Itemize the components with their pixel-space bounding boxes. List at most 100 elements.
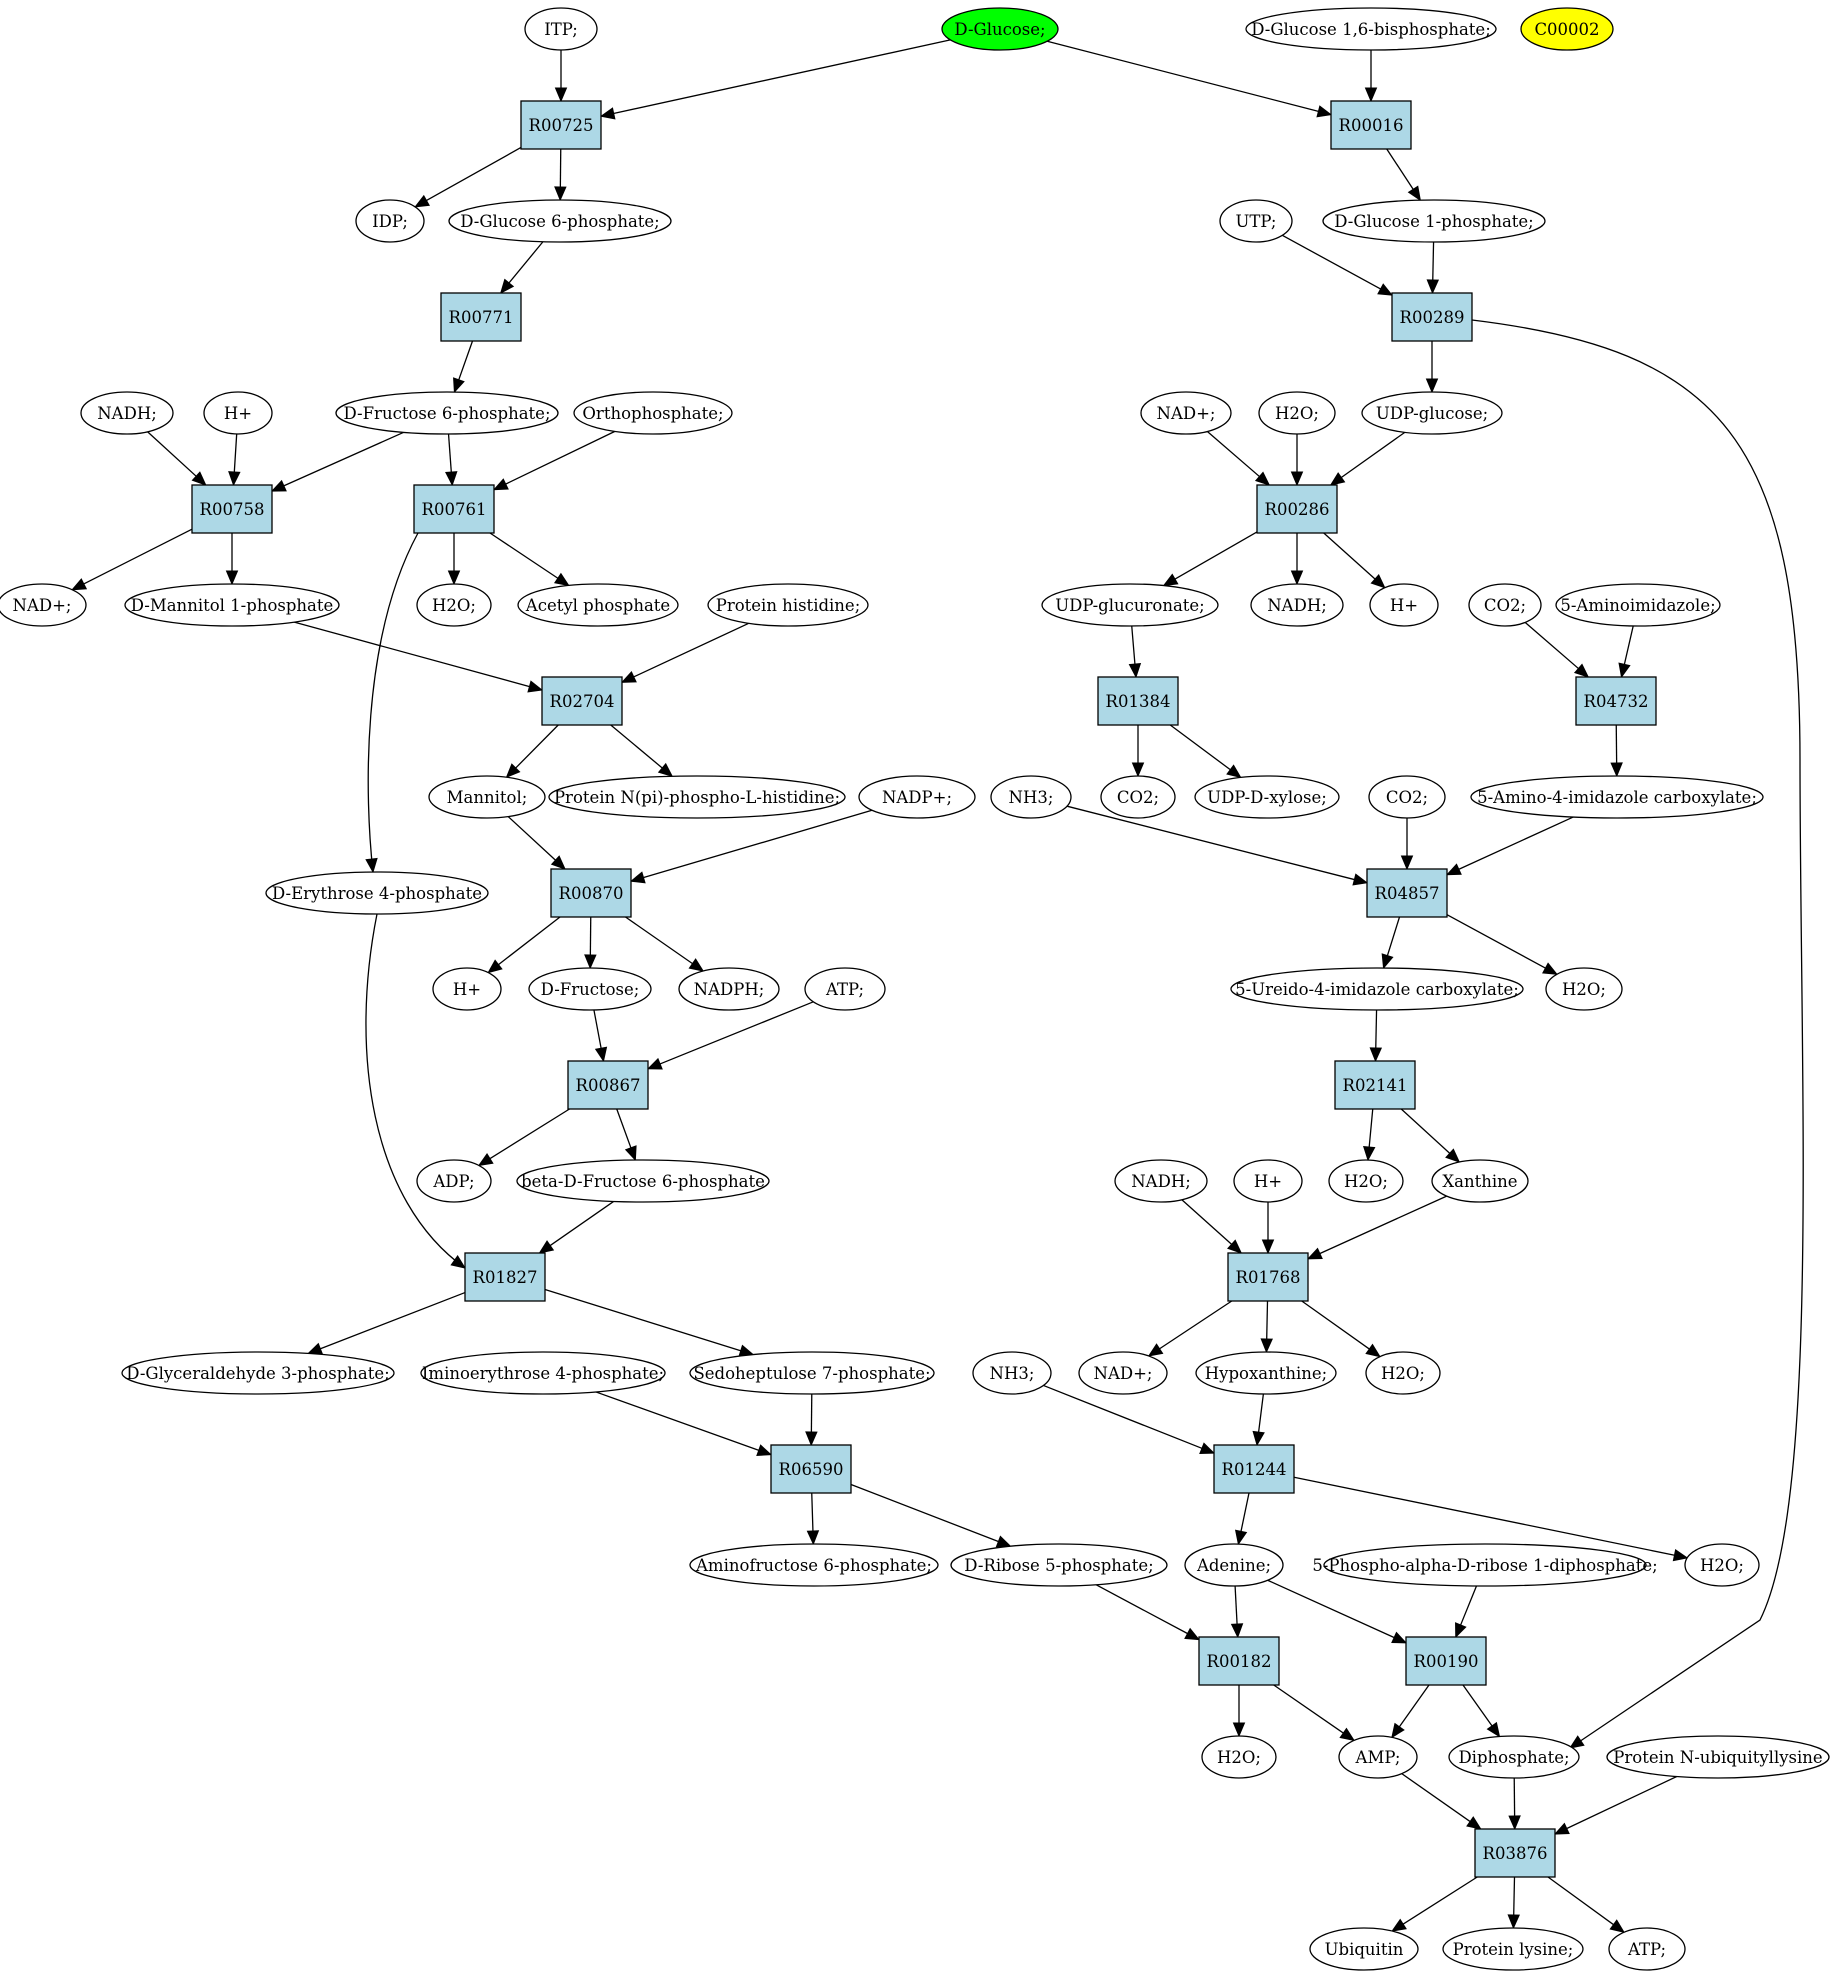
metabolite-co2_1[interactable]: CO2; [1468,583,1542,627]
metabolite-protnphis[interactable]: Protein N(pi)-phospho-L-histidine; [548,775,846,819]
metabolite-hplus_1[interactable]: H+ [203,391,273,435]
metabolite-h2o_7[interactable]: H2O; [1201,1735,1277,1779]
metabolite-g3p[interactable]: D-Glyceraldehyde 3-phosphate; [121,1351,395,1395]
reaction-R01384[interactable]: R01384 [1097,676,1179,726]
metabolite-nadplus_3[interactable]: NAD+; [1078,1351,1168,1395]
metabolite-nadpplus[interactable]: NADP+; [858,775,976,819]
metabolite-prpp[interactable]: 5-Phospho-alpha-D-ribose 1-diphosphate; [1312,1543,1658,1587]
metabolite-glc16bp[interactable]: D-Glucose 1,6-bisphosphate; [1245,7,1497,51]
metabolite-nadh_2[interactable]: NADH; [1250,583,1344,627]
metabolite-nh3_1[interactable]: NH3; [990,775,1072,819]
metabolite-glucose[interactable]: D-Glucose; [941,7,1059,51]
reaction-R02704[interactable]: R02704 [541,676,623,726]
edge-adenine-to-R00182 [1230,1585,1244,1639]
metabolite-itp[interactable]: ITP; [524,7,598,51]
metabolite-ureido[interactable]: 5-Ureido-4-imidazole carboxylate; [1230,967,1524,1011]
reaction-R00289[interactable]: R00289 [1391,292,1473,342]
reaction-R06590[interactable]: R06590 [770,1444,852,1494]
metabolite-h2o_6[interactable]: H2O; [1684,1543,1760,1587]
reaction-R01827[interactable]: R01827 [464,1252,546,1302]
reaction-R01768[interactable]: R01768 [1227,1252,1309,1302]
metabolite-nadh_1[interactable]: NADH; [80,391,174,435]
reaction-R03876[interactable]: R03876 [1474,1828,1556,1878]
metabolite-r5p[interactable]: D-Ribose 5-phosphate; [950,1543,1168,1587]
metabolite-atp_2[interactable]: ATP; [1608,1927,1686,1971]
metabolite-c00002[interactable]: C00002 [1520,7,1614,51]
metabolite-shape [1328,1159,1404,1203]
metabolite-aminof6p[interactable]: Aminofructose 6-phosphate; [689,1543,939,1587]
reaction-R00771[interactable]: R00771 [440,292,522,342]
metabolite-s7p[interactable]: Sedoheptulose 7-phosphate; [689,1351,935,1395]
metabolite-aminoimidazole[interactable]: 5-Aminoimidazole; [1555,583,1721,627]
metabolite-hplus_4[interactable]: H+ [1233,1159,1303,1203]
metabolite-nadh_3[interactable]: NADH; [1114,1159,1208,1203]
metabolite-hypoxanthine[interactable]: Hypoxanthine; [1195,1351,1337,1395]
metabolite-f6p[interactable]: D-Fructose 6-phosphate; [335,391,559,435]
metabolite-nadph[interactable]: NADPH; [678,967,780,1011]
reaction-R04732[interactable]: R04732 [1575,676,1657,726]
edge-R00289-to-diphosphate [1471,319,1804,1749]
metabolite-fructose[interactable]: D-Fructose; [528,967,652,1011]
metabolite-shape [416,1159,492,1203]
metabolite-udpglcA[interactable]: UDP-glucuronate; [1041,583,1219,627]
metabolite-udpxyl[interactable]: UDP-D-xylose; [1194,775,1340,819]
reaction-R00725[interactable]: R00725 [520,100,602,150]
metabolite-utp[interactable]: UTP; [1219,199,1293,243]
reaction-R02141[interactable]: R02141 [1334,1060,1416,1110]
metabolite-mannitol[interactable]: Mannitol; [428,775,546,819]
metabolite-g1p[interactable]: D-Glucose 1-phosphate; [1322,199,1546,243]
metabolite-nadplus_1[interactable]: NAD+; [1140,391,1232,435]
reaction-R01244[interactable]: R01244 [1213,1444,1295,1494]
metabolite-hplus_3[interactable]: H+ [432,967,502,1011]
metabolite-xanthine[interactable]: Xanthine [1431,1159,1529,1203]
metabolite-acetylp[interactable]: Acetyl phosphate [517,583,679,627]
edge-co2_1-to-R04732 [1524,621,1590,678]
metabolite-nh3_2[interactable]: NH3; [972,1351,1052,1395]
metabolite-shape [1468,583,1542,627]
metabolite-e4p[interactable]: D-Erythrose 4-phosphate [265,871,489,915]
metabolite-h2o_1[interactable]: H2O; [1258,391,1336,435]
reaction-R00016[interactable]: R00016 [1330,100,1412,150]
reaction-R00758[interactable]: R00758 [191,484,273,534]
metabolite-g6p[interactable]: D-Glucose 6-phosphate; [448,199,672,243]
metabolite-h2o_5[interactable]: H2O; [1365,1351,1441,1395]
metabolite-protlys[interactable]: Protein lysine; [1442,1927,1584,1971]
metabolite-ubiquitin[interactable]: Ubiquitin [1309,1927,1419,1971]
metabolite-label: Ubiquitin [1325,1940,1404,1959]
metabolite-hplus_2[interactable]: H+ [1369,583,1439,627]
metabolite-nadplus_2[interactable]: NAD+; [0,583,87,627]
edge-R01768-to-h2o_5 [1301,1300,1381,1358]
metabolite-udpglc[interactable]: UDP-glucose; [1361,391,1503,435]
metabolite-aica[interactable]: 5-Amino-4-imidazole carboxylate; [1470,775,1764,819]
metabolite-bf6p[interactable]: beta-D-Fructose 6-phosphate [516,1159,770,1203]
metabolite-label: UDP-glucose; [1376,404,1488,423]
metabolite-idp[interactable]: IDP; [355,199,425,243]
reaction-R00870[interactable]: R00870 [550,868,632,918]
metabolite-atp_1[interactable]: ATP; [804,967,886,1011]
metabolite-prothis[interactable]: Protein histidine; [707,583,869,627]
edge-g6p-to-R00771 [499,241,544,294]
metabolite-h2o_2[interactable]: H2O; [416,583,492,627]
metabolite-adenine[interactable]: Adenine; [1184,1543,1284,1587]
metabolite-co2_2[interactable]: CO2; [1100,775,1176,819]
edge-R00286-to-hplus_2 [1323,532,1386,589]
metabolite-h2o_3[interactable]: H2O; [1545,967,1623,1011]
reaction-R00182[interactable]: R00182 [1198,1636,1280,1686]
metabolite-mannitol1p[interactable]: D-Mannitol 1-phosphate [124,583,340,627]
metabolite-protubk[interactable]: Protein N-ubiquityllysine [1606,1735,1830,1779]
reaction-R00190[interactable]: R00190 [1405,1636,1487,1686]
reaction-R04857[interactable]: R04857 [1366,868,1448,918]
reaction-label: R01384 [1106,692,1171,711]
metabolite-h2o_4[interactable]: H2O; [1328,1159,1404,1203]
metabolite-label: D-Glyceraldehyde 3-phosphate; [126,1364,389,1383]
metabolite-label: D-Fructose; [541,980,640,999]
metabolite-amp[interactable]: AMP; [1338,1735,1418,1779]
metabolite-co2_3[interactable]: CO2; [1368,775,1446,819]
reaction-R00867[interactable]: R00867 [567,1060,649,1110]
reaction-R00761[interactable]: R00761 [413,484,495,534]
metabolite-orthophosphate[interactable]: Orthophosphate; [573,391,733,435]
metabolite-diphosphate[interactable]: Diphosphate; [1448,1735,1580,1779]
metabolite-iminoe4p[interactable]: Iminoerythrose 4-phosphate; [420,1351,666,1395]
metabolite-adp[interactable]: ADP; [416,1159,492,1203]
reaction-R00286[interactable]: R00286 [1256,484,1338,534]
